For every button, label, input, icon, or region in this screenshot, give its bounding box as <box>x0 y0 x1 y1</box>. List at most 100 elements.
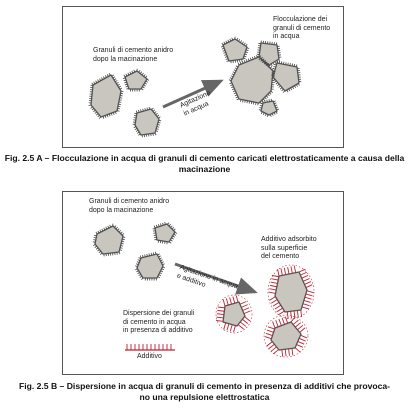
surface-mark <box>259 105 263 107</box>
surface-mark <box>174 231 178 234</box>
surface-mark <box>263 62 266 65</box>
surface-mark <box>234 94 238 97</box>
surface-mark <box>137 272 140 275</box>
surface-mark <box>216 316 224 319</box>
surface-mark <box>271 278 279 281</box>
additive-legend-ticks <box>126 344 172 350</box>
surface-mark <box>107 225 110 229</box>
figure-b-panel: Granuli di cemento anidro dopo la macina… <box>62 191 344 375</box>
surface-mark <box>145 75 148 78</box>
surface-mark <box>95 113 99 116</box>
surface-mark <box>264 113 267 117</box>
surface-mark <box>266 114 269 118</box>
surface-mark <box>269 114 272 117</box>
surface-mark <box>271 113 274 116</box>
surface-mark <box>108 73 111 76</box>
surface-mark <box>162 222 164 226</box>
surface-mark <box>225 298 229 306</box>
surface-mark <box>262 112 265 116</box>
surface-mark <box>97 249 100 252</box>
surface-mark <box>227 39 230 43</box>
surface-mark <box>121 240 125 243</box>
surface-mark <box>232 71 236 74</box>
surface-mark <box>267 326 275 330</box>
surface-mark <box>162 263 165 266</box>
surface-mark <box>95 80 98 84</box>
surface-mark <box>144 254 146 258</box>
surface-mark <box>143 74 146 77</box>
label-additive: Additivo <box>137 353 162 360</box>
surface-mark <box>290 311 292 319</box>
label-dry-grains-a: Granuli di cemento anidro dopo la macina… <box>93 47 174 63</box>
surface-mark <box>287 267 290 275</box>
surface-mark <box>148 253 150 256</box>
surface-mark <box>274 80 277 83</box>
surface-mark <box>243 42 246 46</box>
surface-mark <box>155 130 159 132</box>
surface-mark <box>133 126 137 129</box>
surface-mark <box>121 242 124 245</box>
surface-mark <box>91 82 94 86</box>
surface-mark <box>241 60 244 64</box>
surface-mark <box>267 93 270 97</box>
surface-mark <box>271 77 274 80</box>
surface-mark <box>102 116 105 119</box>
surface-mark <box>239 321 246 327</box>
surface-mark <box>133 69 136 73</box>
surface-mark <box>138 257 141 259</box>
surface-mark <box>160 259 163 262</box>
surface-mark <box>275 106 279 109</box>
surface-mark <box>270 74 274 76</box>
caption-figure-a: Fig. 2.5 A – Flocculazione in acqua di g… <box>4 153 405 174</box>
surface-mark <box>231 37 234 41</box>
figure-b-drawing <box>92 222 315 358</box>
surface-mark <box>171 227 175 230</box>
surface-mark <box>281 88 284 92</box>
surface-mark <box>223 322 227 330</box>
surface-mark <box>160 270 164 273</box>
surface-mark <box>268 64 271 67</box>
surface-mark <box>272 62 275 66</box>
surface-mark <box>125 85 129 88</box>
surface-mark <box>167 222 170 225</box>
surface-mark <box>275 82 279 85</box>
surface-mark <box>170 239 173 242</box>
surface-mark <box>158 116 161 119</box>
floc-grain-4 <box>272 62 300 92</box>
surface-mark <box>225 40 228 44</box>
surface-mark <box>164 222 166 225</box>
surface-mark <box>103 227 106 231</box>
surface-mark <box>258 109 262 111</box>
surface-mark <box>229 77 233 80</box>
surface-mark <box>154 251 157 255</box>
surface-mark <box>262 58 265 61</box>
additive-halo <box>215 294 253 334</box>
surface-mark <box>118 251 121 255</box>
surface-mark <box>245 43 248 47</box>
surface-mark <box>160 223 162 227</box>
surface-mark <box>270 63 273 67</box>
surface-mark <box>223 52 226 54</box>
surface-mark <box>260 59 263 62</box>
surface-mark <box>232 88 235 91</box>
surface-mark <box>267 64 270 68</box>
surface-mark <box>290 316 296 323</box>
surface-mark <box>283 267 287 275</box>
surface-mark <box>136 131 140 134</box>
caption-figure-b: Fig. 2.5 B – Dispersione in acqua di gra… <box>18 381 391 402</box>
surface-mark <box>129 71 132 75</box>
surface-mark <box>273 100 276 103</box>
dry-grain-b-3-surface-marks <box>135 251 166 281</box>
surface-mark <box>136 261 140 263</box>
surface-mark <box>138 109 140 113</box>
surface-mark <box>173 233 177 236</box>
surface-mark <box>302 278 310 282</box>
surface-mark <box>274 61 277 64</box>
surface-mark <box>290 266 293 274</box>
surface-mark <box>298 268 306 273</box>
surface-mark <box>97 79 100 82</box>
surface-mark <box>171 237 174 240</box>
surface-mark <box>135 263 139 266</box>
surface-mark <box>236 98 240 101</box>
surface-mark <box>247 58 250 62</box>
